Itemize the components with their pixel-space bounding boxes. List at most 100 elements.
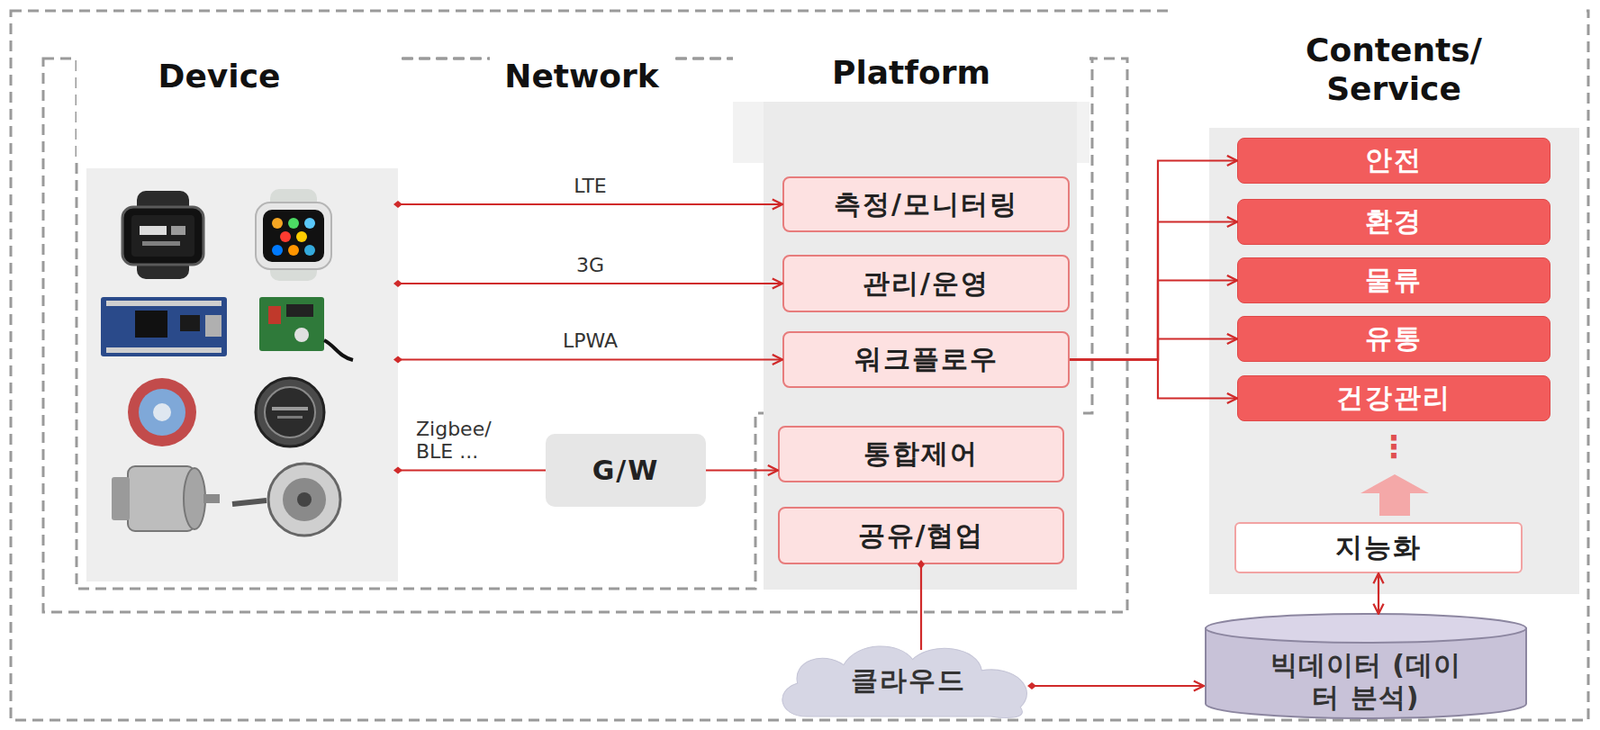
edge-label: LTE [573,174,607,198]
screen-mark [139,225,167,236]
encoder-face [282,478,326,522]
gauge-mark [271,406,308,411]
gauge-ring [255,378,325,447]
smartwatch-icon [122,190,204,280]
cable [232,500,267,505]
node-label: 유통 [1364,320,1423,358]
connectors [397,161,1379,688]
node-label: 안전 [1364,142,1423,180]
panel-ground [1170,3,1587,22]
motor-face [183,468,206,530]
connector [205,315,222,337]
node-label: 환경 [1364,203,1423,241]
frame-lines [10,10,1589,721]
node-label: 클라우드 [850,662,967,700]
gateway-box: G/W [545,433,706,507]
service-box: 환경 [1237,198,1551,245]
app-dot [288,244,299,256]
circuit-board-icon [100,297,227,357]
encoder-icon [232,463,341,536]
smartwatch-icon [255,189,332,281]
connector-arrow [1377,573,1380,615]
platform-function-box: 관리/운영 [782,254,1070,313]
component [286,304,314,317]
platform-function-box: 공유/협업 [777,506,1065,565]
app-dot [271,217,283,229]
node-label: 공유/협업 [858,517,986,555]
connector-arrow [1069,339,1238,361]
platform-function-box: 워크플로우 [782,331,1070,389]
service-box: 안전 [1237,137,1551,184]
cable [324,340,353,361]
app-dot [304,244,316,256]
app-dot [296,231,308,243]
circuit-board-icon [259,297,353,361]
watch-screen [262,209,325,263]
motor-icon [111,466,220,532]
watch-screen [131,215,195,257]
node-label: 측정/모니터링 [833,186,1019,224]
node-label: 건강관리 [1336,379,1452,417]
pin-header [106,347,222,353]
encoder-body [268,463,341,536]
service-box: 유통 [1237,316,1551,362]
service-box: 물류 [1237,257,1551,304]
process-box: 지능화 [1234,522,1523,574]
section-heading: Network [489,56,673,96]
connector-arrow [920,564,923,651]
database-cylinder: 빅데이터 (데이터 분석) [1203,612,1528,721]
platform-function-box: 측정/모니터링 [782,176,1070,233]
platform-function-box: 통합제어 [777,425,1065,483]
connector-arrow [1069,280,1238,361]
sensor-face [138,388,186,436]
connector-arrow [1069,222,1238,361]
gauge-mark [277,415,303,419]
pin-header [106,300,222,307]
component [268,306,281,325]
watch-body [122,207,204,265]
connector-arrow [397,358,783,361]
board [100,297,227,357]
motor-shaft [203,494,220,504]
node-label: 통합제어 [863,435,979,473]
connector-arrow [397,282,783,285]
encoder-shaft [297,492,312,507]
node-label: G/W [592,454,660,487]
component [294,327,309,343]
block-arrow [1360,474,1429,516]
connector-arrow [1069,161,1238,361]
app-dot [271,244,283,256]
app-dot [288,217,299,229]
node-label: 관리/운영 [862,265,990,303]
gauge-face [264,387,316,438]
cylinder-top [1205,614,1527,643]
node-label: 워크플로우 [854,341,999,379]
connector-arrow [1031,685,1204,688]
chip [180,315,200,332]
sensor-ring [127,378,197,447]
screen-mark [171,225,186,236]
board [259,297,325,352]
motor-mount [111,477,130,521]
screen-mark [142,241,181,246]
edge-label: 3G [576,253,605,277]
section-panel: Contents/ Service 안전환경물류유통건강관리지능화 [1170,3,1587,595]
continuation-mark: ⋮ [1378,431,1410,462]
watch-body [255,202,332,270]
node-label: 빅데이터 (데이터 분석) [1262,649,1470,715]
section-heading: Device [58,45,380,109]
section-heading: Contents/ Service [1258,30,1529,109]
app-dot [280,231,291,243]
outer-dashed-frame [10,10,1589,721]
edge-label: LPWA [562,329,618,353]
cloud-shape: 클라우드 [769,637,1047,721]
connector-arrow [397,203,783,206]
section-heading: Platform [732,45,1090,101]
node-label: 물류 [1364,262,1423,299]
connector-arrow [1069,360,1238,399]
edge-label: Zigbee/ BLE ... [415,417,516,464]
sensor-center [153,403,172,422]
app-dot [304,217,316,229]
node-label: 지능화 [1335,529,1422,567]
